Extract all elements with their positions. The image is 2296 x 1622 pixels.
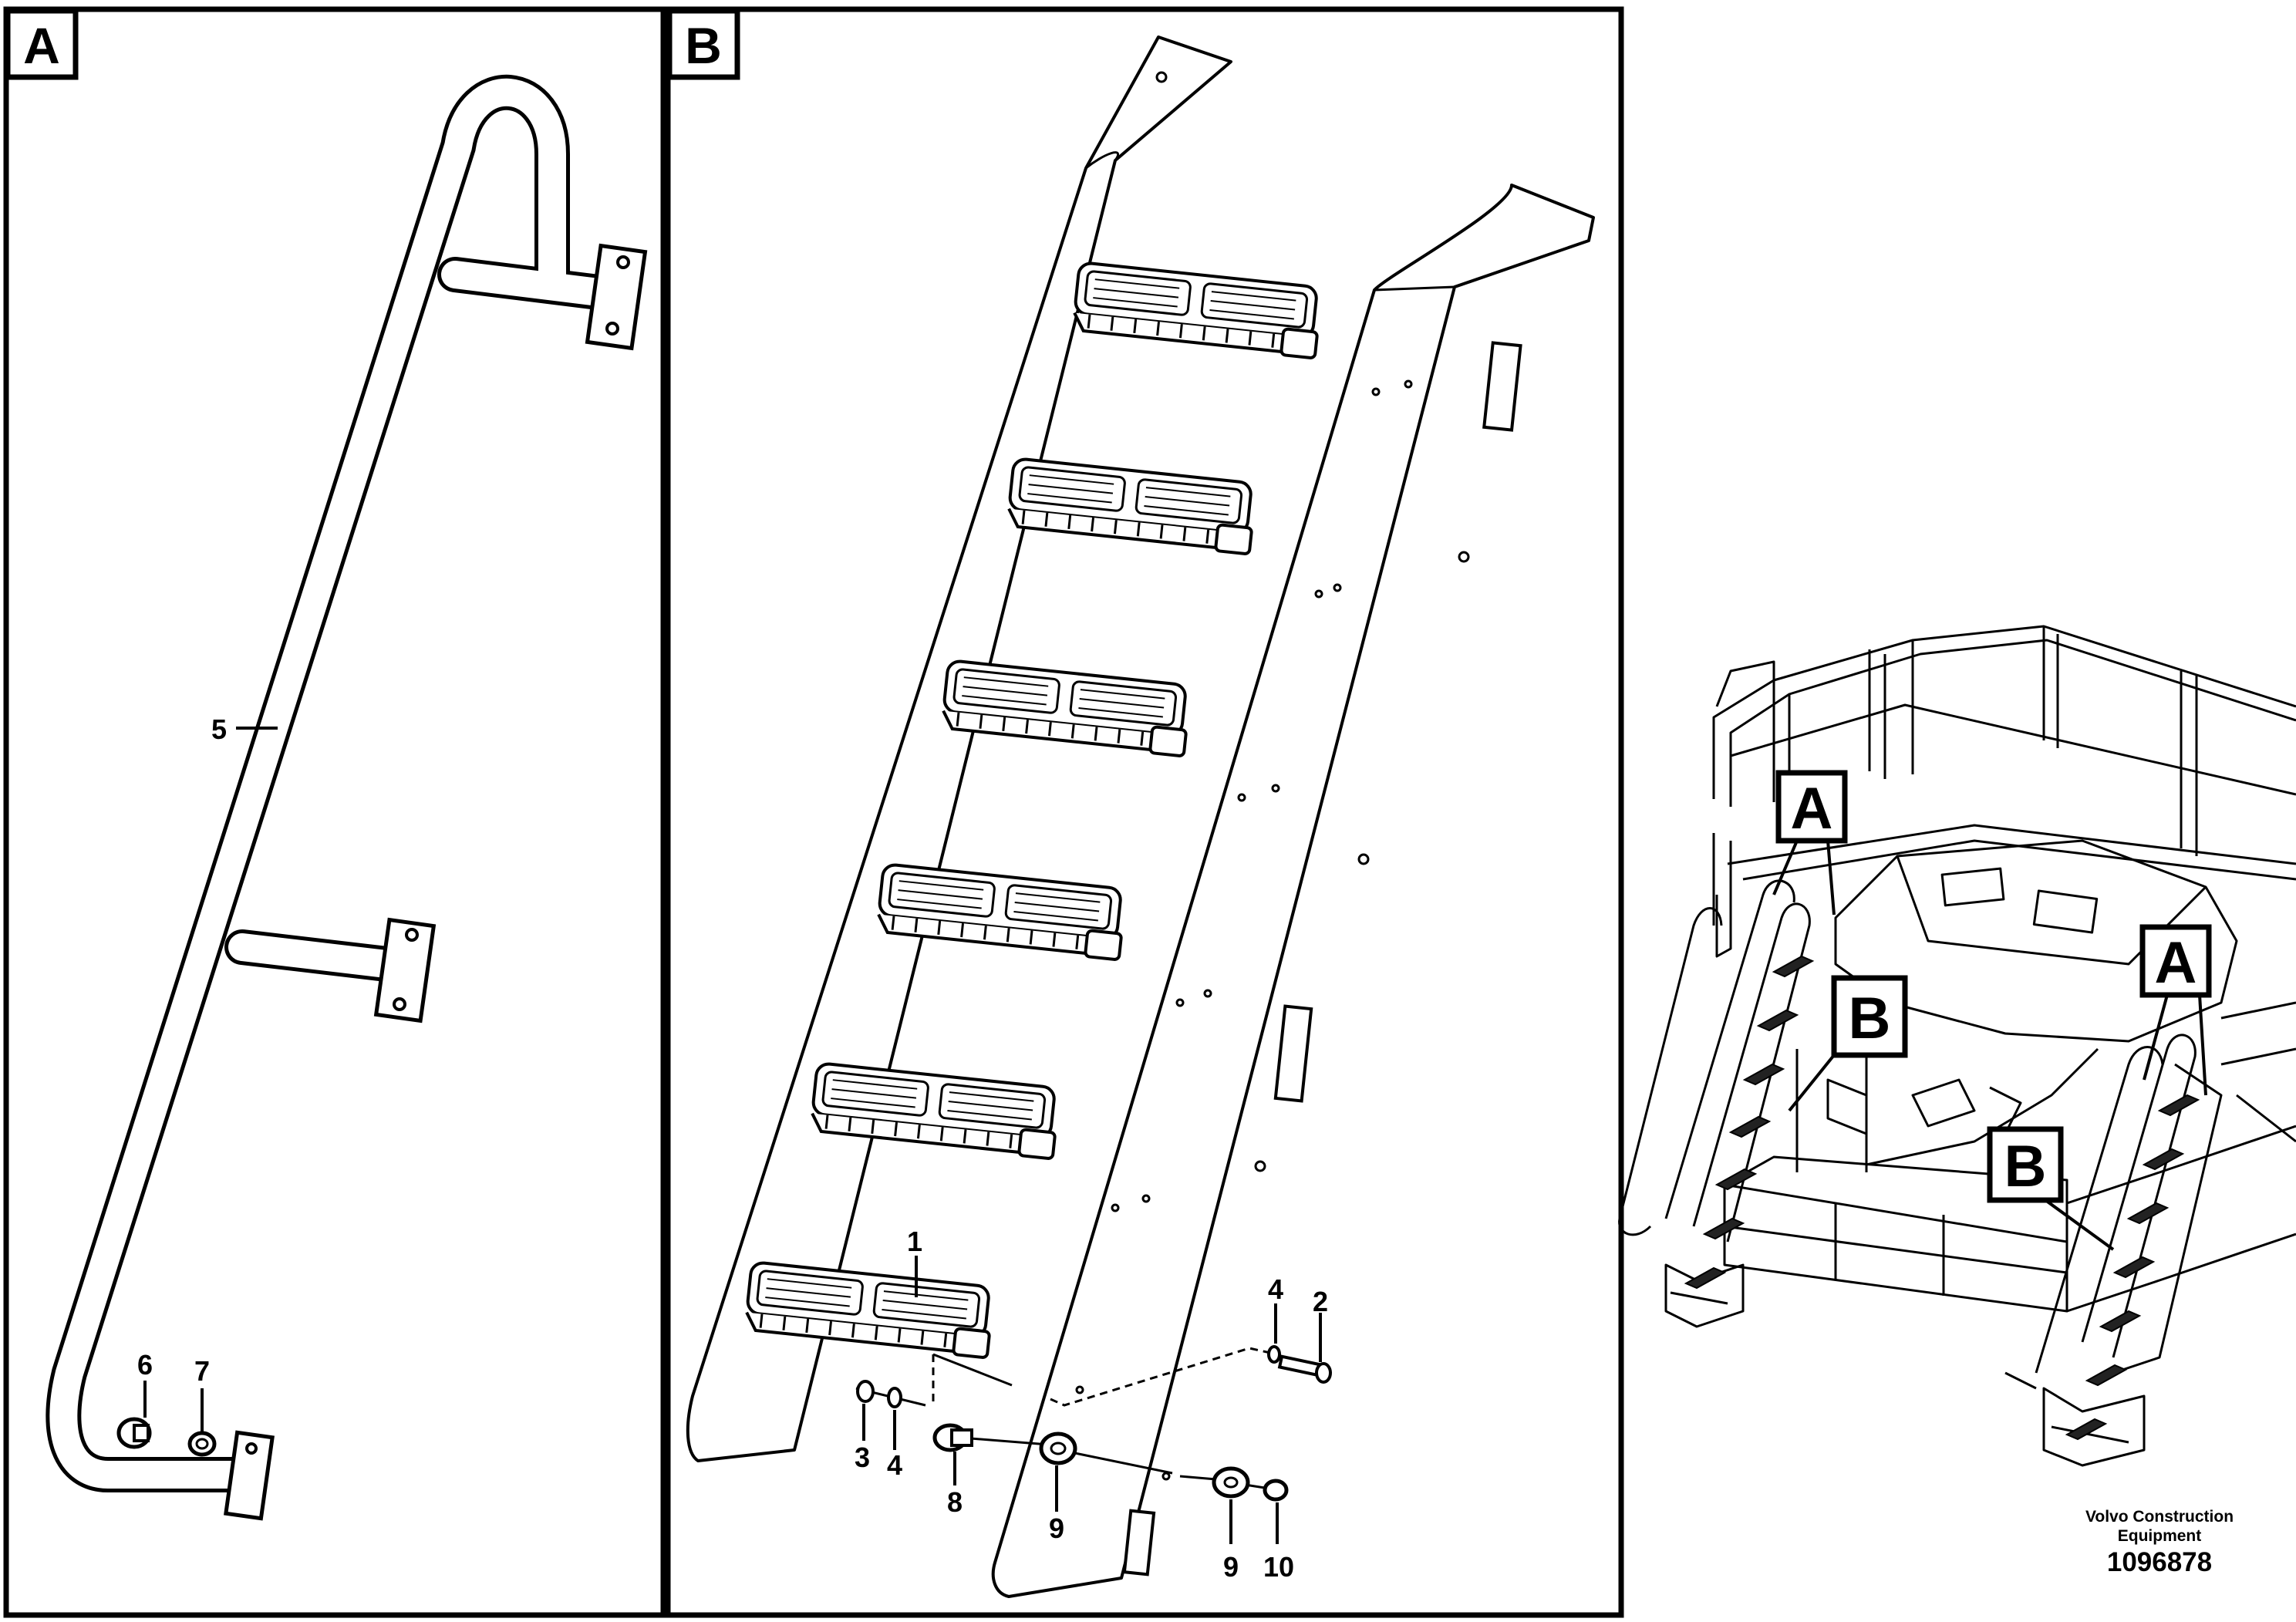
lockwasher-part-4-lower (887, 1387, 902, 1408)
right-stringer (991, 184, 1595, 1598)
panel-b-tag-box (666, 8, 740, 80)
callout-9-right: 9 (1223, 1551, 1239, 1583)
panel-b-tag: B (685, 17, 722, 74)
callout-3: 3 (855, 1442, 870, 1473)
washer-part-7 (187, 1431, 217, 1457)
overview-steps (1685, 956, 2199, 1440)
step-rung-3 (939, 659, 1193, 758)
washer-part-9-right (1212, 1466, 1250, 1499)
bolt-part-8 (932, 1423, 973, 1452)
document-number: 1096878 (2106, 1547, 2213, 1577)
callout-4-lower: 4 (887, 1449, 902, 1481)
panel-a-tag-box (5, 8, 79, 80)
overview-tag-b-left: B (1849, 986, 1891, 1051)
callout-10: 10 (1263, 1551, 1294, 1583)
washer-part-9-left (1039, 1431, 1077, 1465)
overview-tag-b-right-box (1987, 1126, 2064, 1203)
step-rung-2 (1005, 457, 1259, 556)
step-rung-1 (1070, 261, 1324, 360)
nut-part-10 (1263, 1479, 1289, 1502)
overview-tags: A A B B (1772, 770, 2212, 1251)
panel-b-frame (665, 6, 1624, 1618)
machine-overview (1618, 625, 2296, 1467)
overview-tag-a-right-box (2139, 924, 2212, 998)
bolt-part-2 (1277, 1354, 1332, 1384)
panel-a-tag: A (23, 17, 60, 74)
callout-6: 6 (137, 1349, 153, 1381)
overview-tag-a-right: A (2155, 930, 2197, 996)
manufacturer-label: Volvo Construction Equipment (2036, 1507, 2283, 1546)
callout-2: 2 (1313, 1286, 1328, 1317)
callout-5: 5 (211, 713, 227, 745)
washer-part-3 (856, 1380, 875, 1403)
callout-1: 1 (907, 1226, 922, 1257)
manufacturer-line-2: Equipment (2117, 1527, 2202, 1545)
overview-tag-a-left: A (1791, 776, 1833, 841)
callout-4-upper: 4 (1268, 1273, 1283, 1305)
overview-tag-b-left-box (1831, 975, 1908, 1058)
handrail (46, 75, 648, 1521)
manufacturer-line-1: Volvo Construction (2085, 1508, 2234, 1526)
panel-a-frame (3, 6, 666, 1618)
callout-8: 8 (947, 1486, 963, 1518)
panel-b-leaders (862, 1256, 1322, 1544)
overview-tag-b-right: B (2004, 1134, 2047, 1199)
lockwasher-part-4-upper (1267, 1345, 1281, 1364)
panel-a: A (3, 6, 666, 1618)
callout-7: 7 (194, 1355, 210, 1387)
bolt-part-6 (116, 1417, 152, 1449)
overview-tag-a-left-box (1775, 770, 1848, 844)
panel-b: B (665, 6, 1624, 1618)
callout-9-left: 9 (1049, 1512, 1064, 1544)
